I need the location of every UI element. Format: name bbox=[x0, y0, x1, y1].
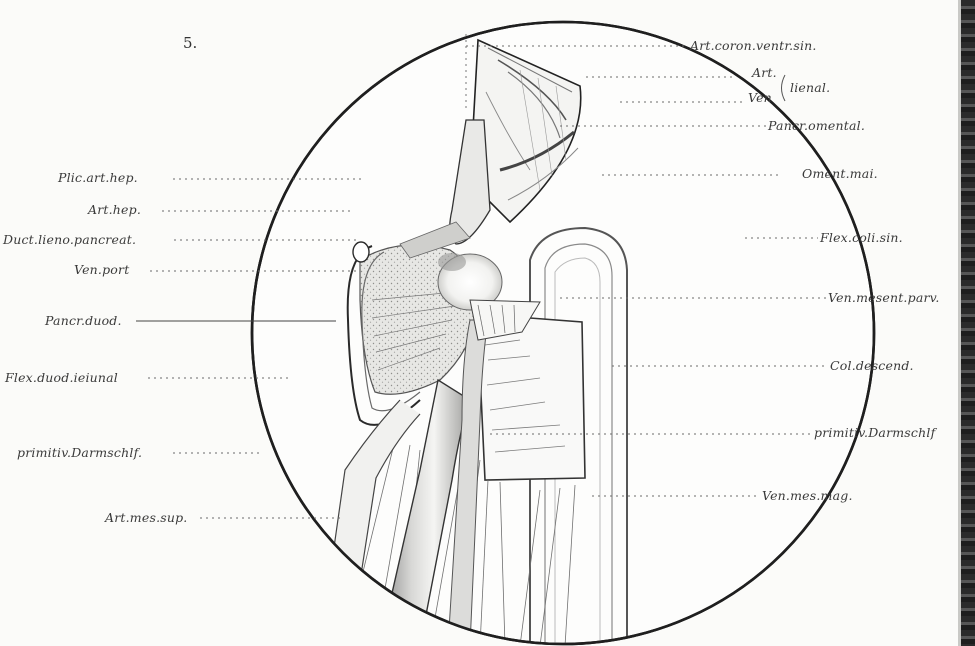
label-ven: Ven bbox=[748, 90, 772, 105]
label-duct-lieno-pancreat: Duct.lieno.pancreat. bbox=[3, 232, 136, 247]
mesentery-panel bbox=[478, 318, 585, 480]
label-pancr-duod: Pancr.duod. bbox=[45, 313, 122, 328]
label-flex-duod-ieiunal: Flex.duod.ieiunal bbox=[5, 370, 118, 385]
label-pancr-omental: Pancr.omental. bbox=[768, 118, 865, 133]
label-art-coron-ventr-sin: Art.coron.ventr.sin. bbox=[690, 38, 817, 53]
label-ven-mesent-parv: Ven.mesent.parv. bbox=[828, 290, 940, 305]
label-ven-port: Ven.port bbox=[74, 262, 129, 277]
label-art-hep: Art.hep. bbox=[88, 202, 141, 217]
label-col-descend: Col.descend. bbox=[830, 358, 914, 373]
label-primitiv-darmschlf-right: primitiv.Darmschlf bbox=[814, 425, 935, 440]
label-art: Art. bbox=[752, 65, 777, 80]
label-lienal: lienal. bbox=[790, 80, 830, 95]
page-edge bbox=[961, 0, 975, 646]
label-plic-art-hep: Plic.art.hep. bbox=[58, 170, 138, 185]
label-ven-mes-mag: Ven.mes.mag. bbox=[762, 488, 853, 503]
label-flex-coli-sin: Flex.coli.sin. bbox=[820, 230, 903, 245]
label-oment-mai: Oment.mai. bbox=[802, 166, 878, 181]
label-art-mes-sup: Art.mes.sup. bbox=[105, 510, 187, 525]
label-primitiv-darmschlf-left: primitiv.Darmschlf. bbox=[17, 445, 142, 460]
